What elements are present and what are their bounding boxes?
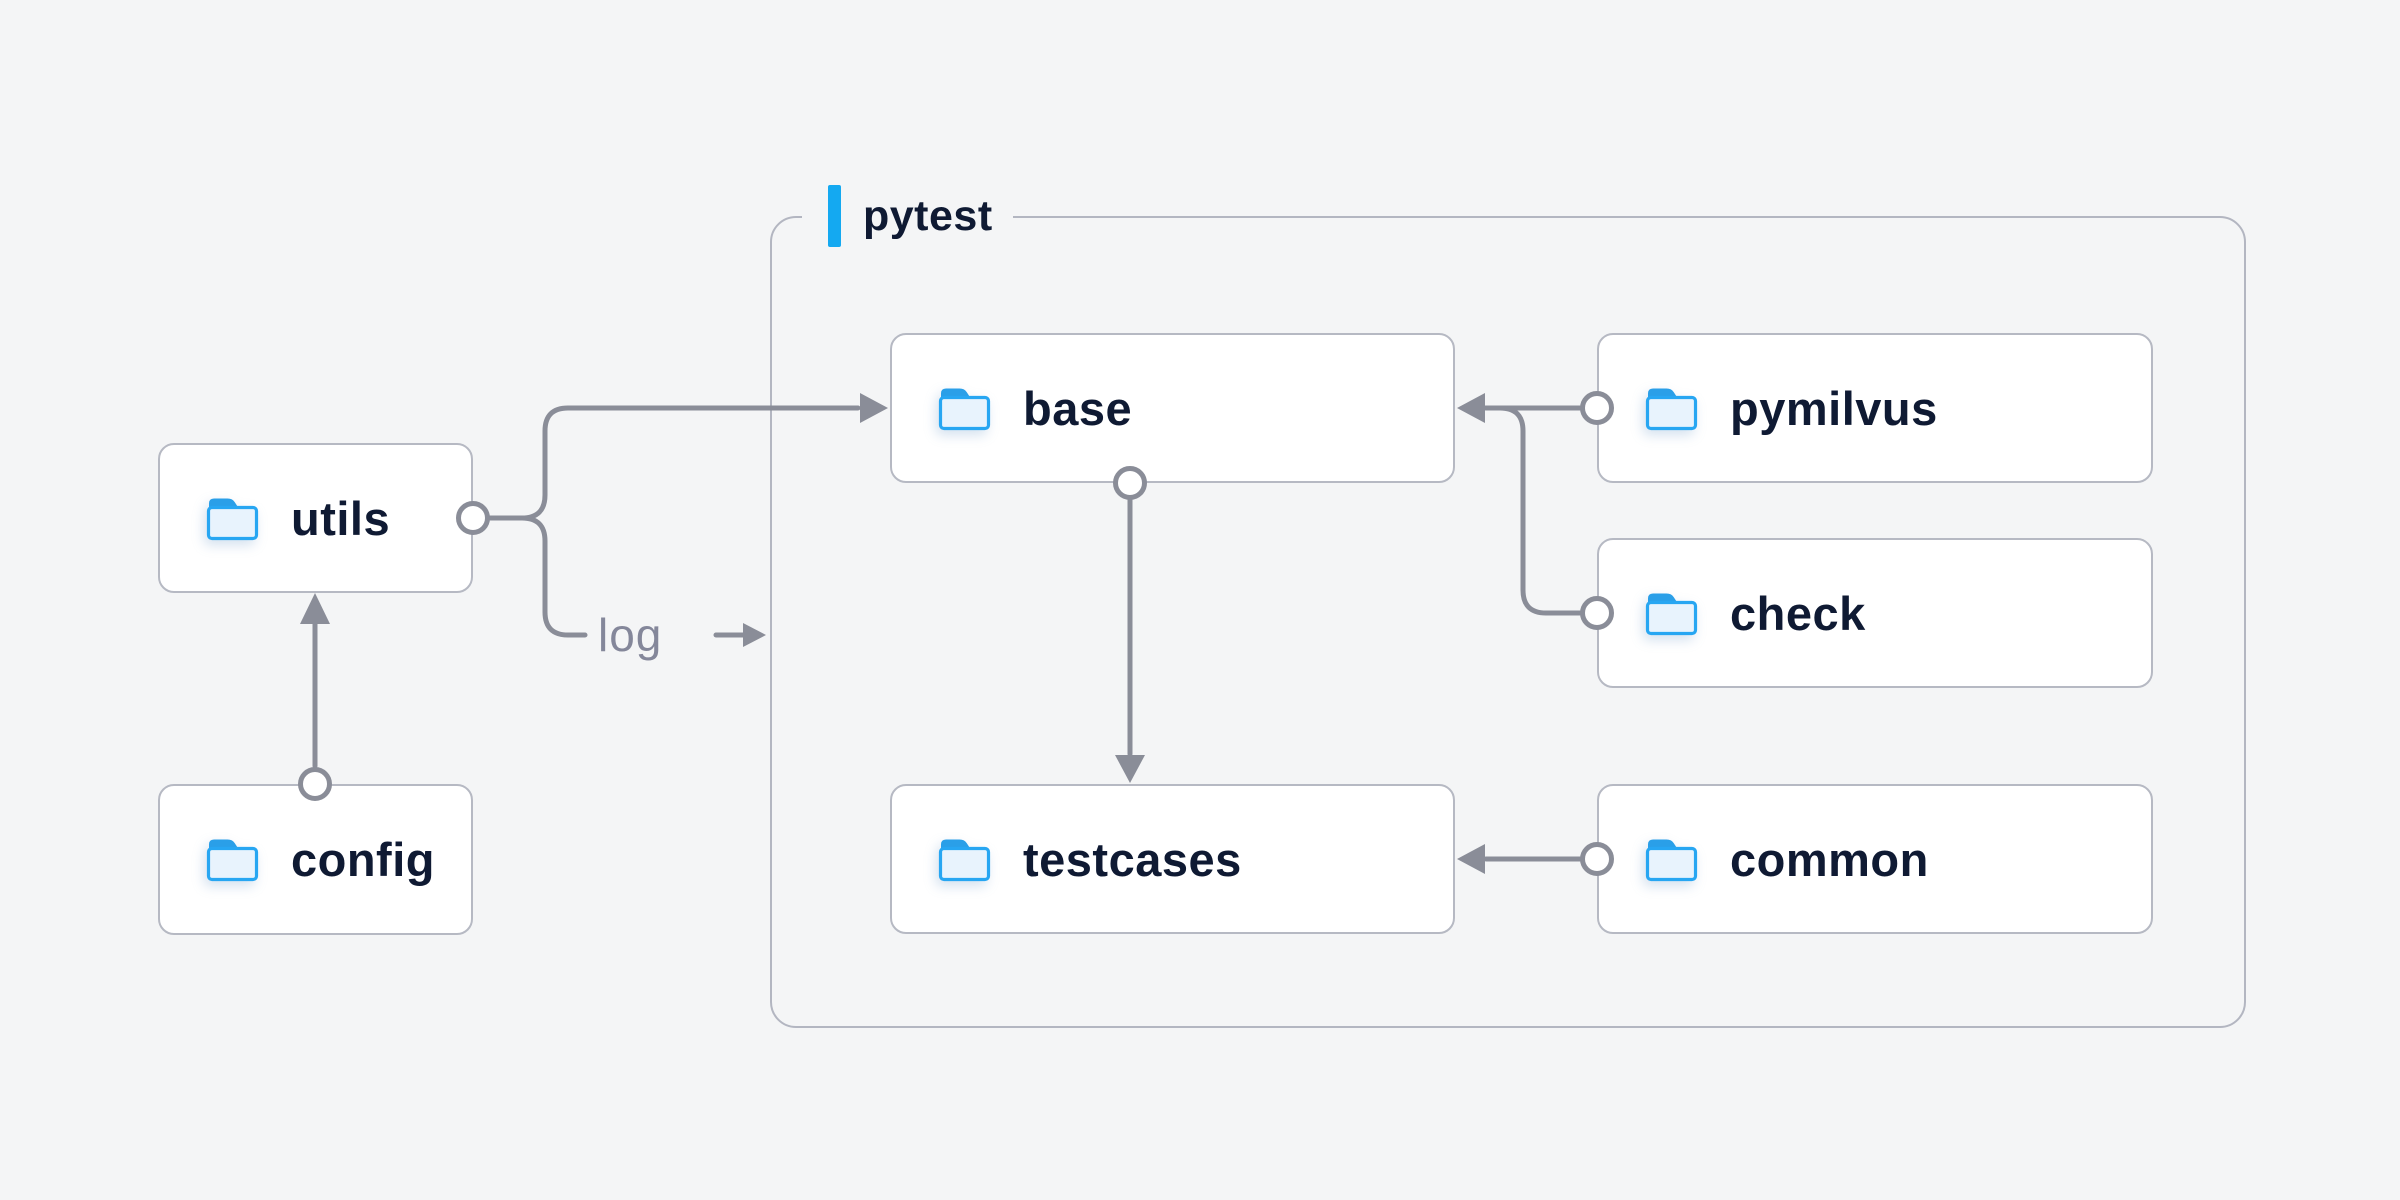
accent-bar (828, 185, 841, 247)
folder-icon (938, 388, 991, 430)
node-utils: utils (158, 443, 473, 593)
folder-icon (1645, 839, 1698, 881)
arrowhead-log (743, 623, 766, 647)
edge-utils-to-log (519, 515, 588, 638)
folder-icon (938, 839, 991, 881)
node-label: config (291, 833, 435, 886)
node-label: utils (291, 491, 391, 545)
node-label: base (1023, 381, 1133, 435)
folder-icon (206, 839, 259, 882)
folder-icon (206, 498, 259, 540)
node-check: check (1597, 538, 2153, 688)
node-config: config (158, 784, 473, 935)
node-testcases: testcases (890, 784, 1455, 934)
node-label: pymilvus (1730, 381, 1938, 435)
node-label: check (1730, 586, 1866, 640)
node-label: testcases (1023, 832, 1242, 886)
folder-icon (1645, 388, 1698, 430)
edge-label-log: log (598, 609, 663, 661)
node-base: base (890, 333, 1455, 483)
pytest-group-label: pytest (802, 183, 1013, 249)
folder-icon (1645, 593, 1698, 635)
group-title: pytest (863, 191, 993, 240)
pytest-group-container (770, 216, 2246, 1028)
arrowhead-into-utils (300, 593, 330, 624)
node-common: common (1597, 784, 2153, 934)
node-pymilvus: pymilvus (1597, 333, 2153, 483)
node-label: common (1730, 832, 1929, 886)
